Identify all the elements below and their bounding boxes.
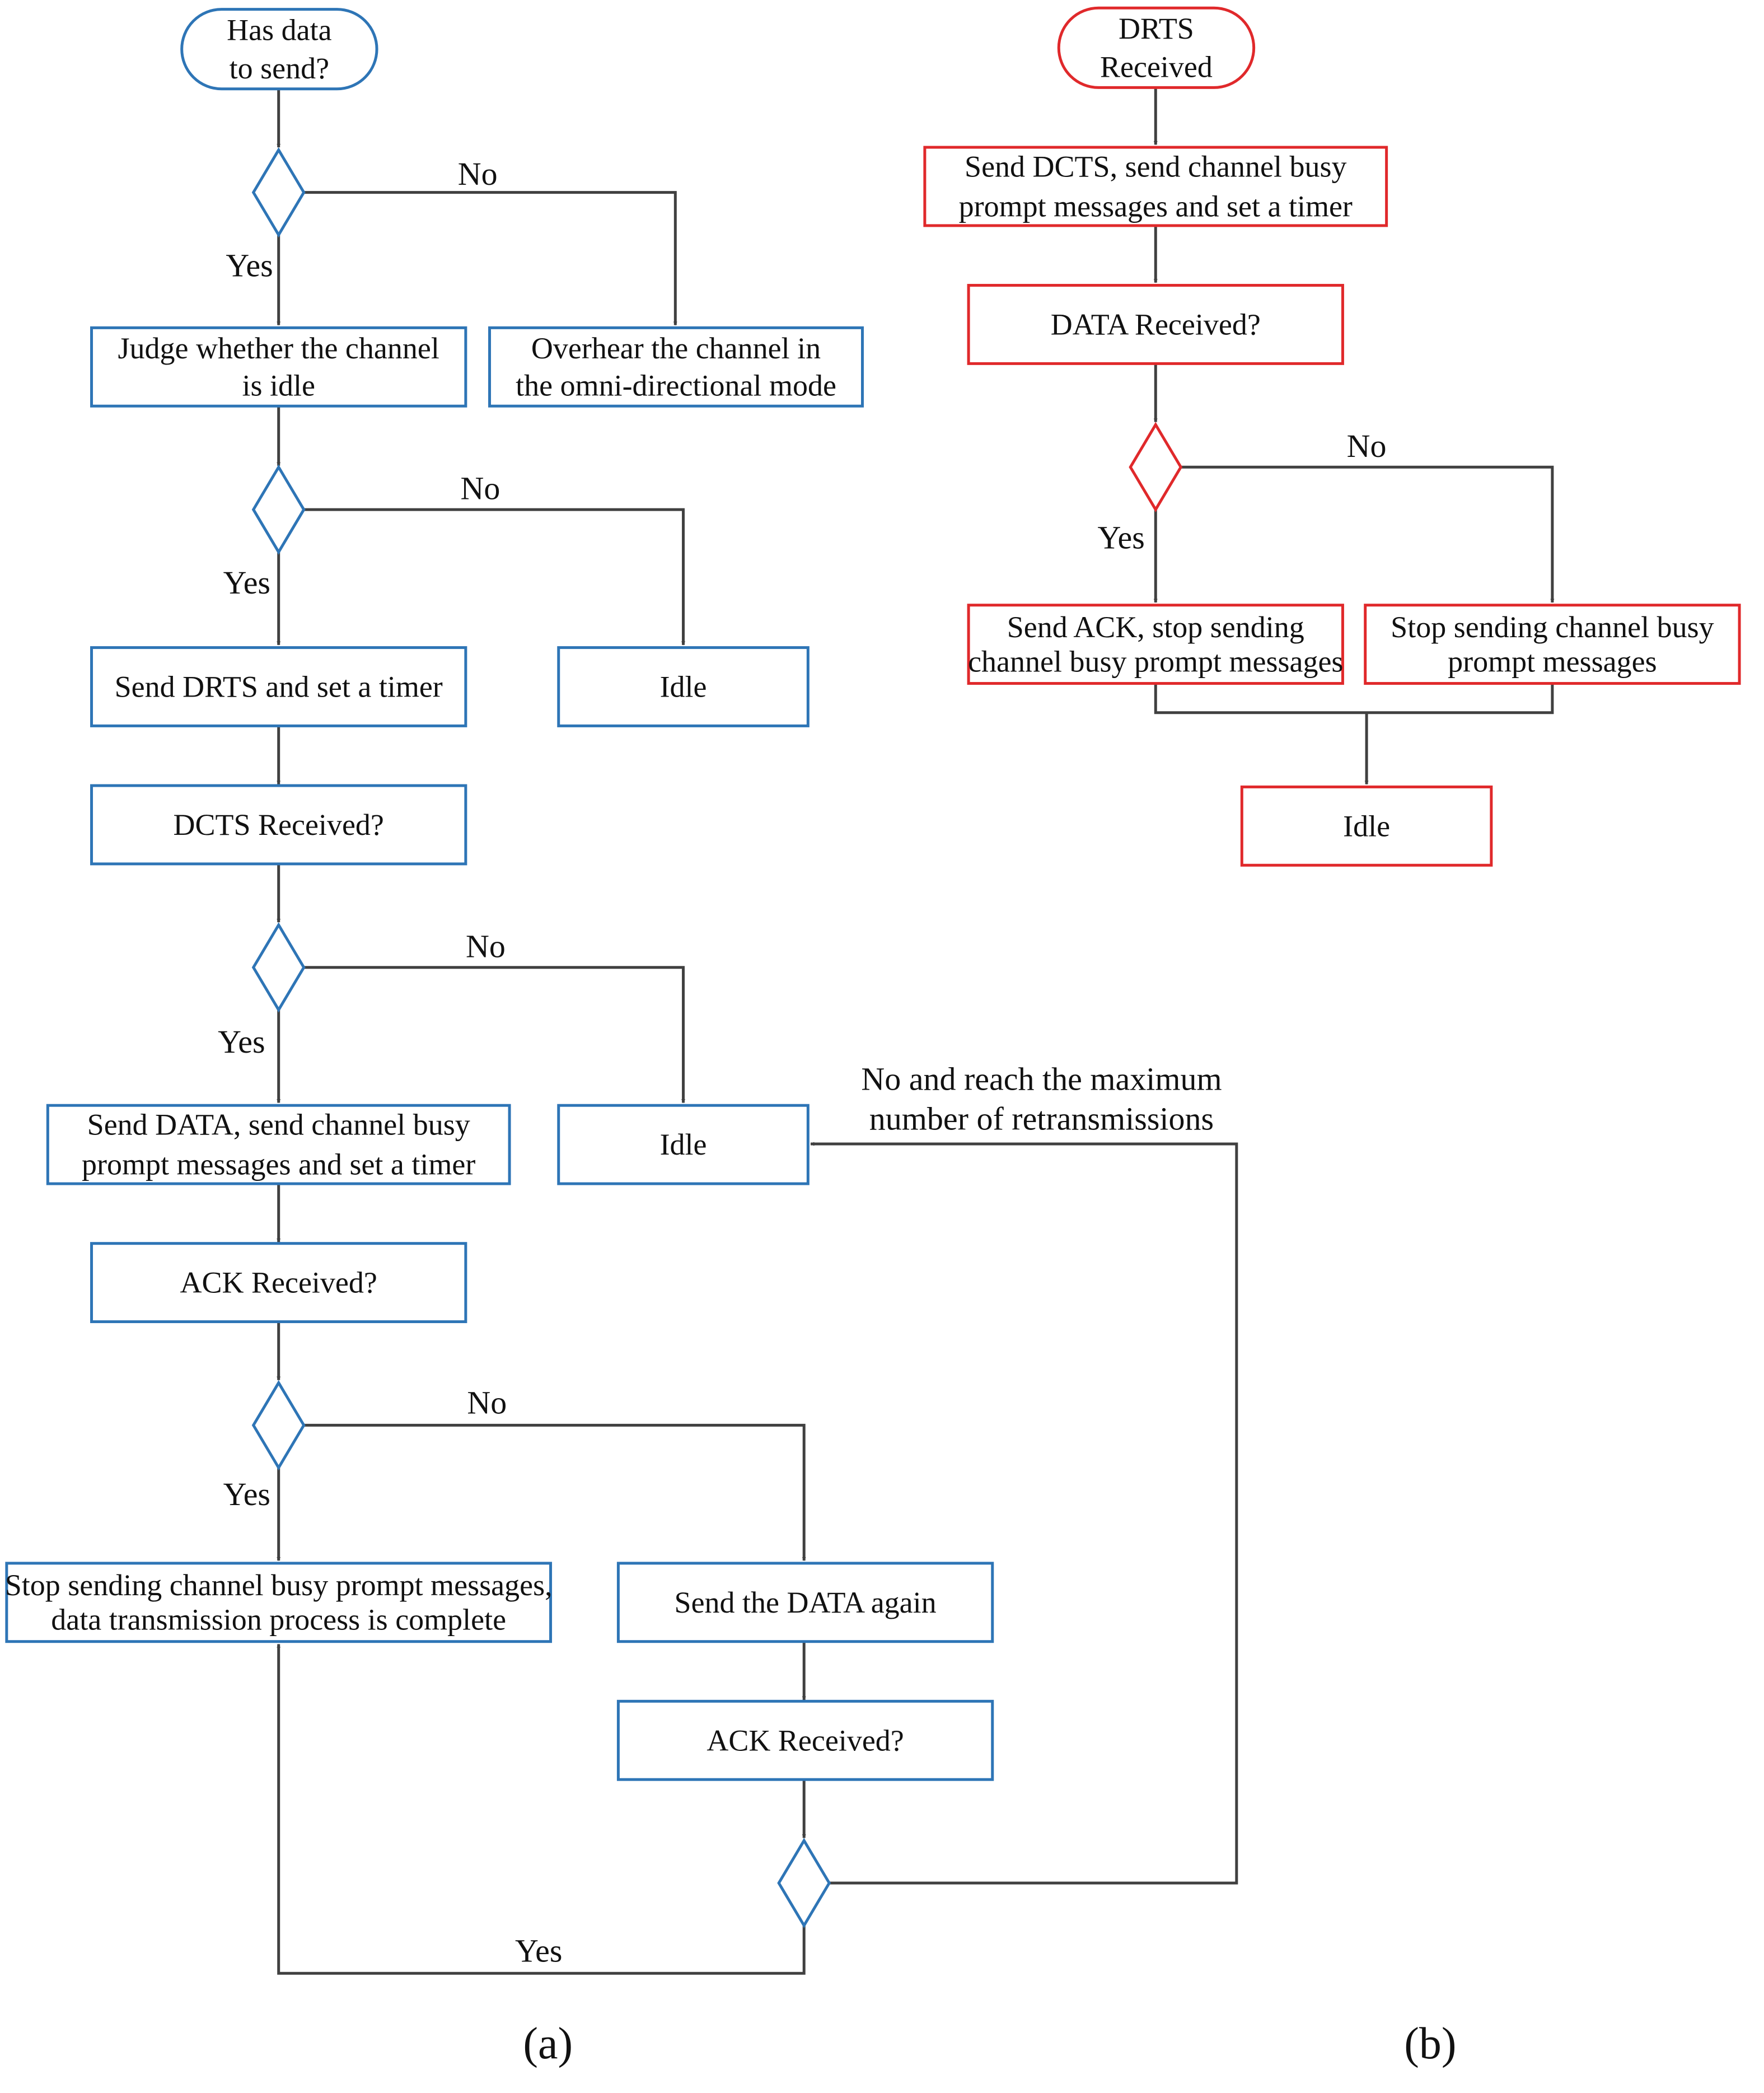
a-send-again-text: Send the DATA again <box>675 1586 937 1619</box>
a-send-drts-box <box>90 646 467 727</box>
b-stop-busy-text-line-1: Stop sending channel busy <box>1391 610 1714 644</box>
b-d1-yes-label: Yes <box>1097 519 1144 555</box>
b-send-ack-box <box>967 604 1344 685</box>
b-start-drts-received-text-line-2: Received <box>1100 50 1213 84</box>
a-arrow-d1-no <box>303 191 677 326</box>
a-d1-no-label: No <box>458 156 498 192</box>
a-send-data-text-line-1: Send DATA, send channel busy <box>87 1108 470 1142</box>
a-start-has-data-text: Has data to send? <box>227 13 331 85</box>
a-d2-no-label: No <box>460 470 500 507</box>
panel-a-caption: (a) <box>523 2019 573 2068</box>
b-data-received-text-line-1: DATA Received? <box>1051 307 1261 341</box>
b-d1-no-label: No <box>1347 428 1387 464</box>
b-stop-busy-box <box>1364 604 1741 685</box>
a-overhear-text-line-1: Overhear the channel in <box>531 331 821 365</box>
a-d1-yes-label: Yes <box>226 247 273 284</box>
b-stop-busy-text-line-2: prompt messages <box>1448 644 1657 678</box>
a-idle-2-text: Idle <box>660 1128 707 1161</box>
a-decision-5 <box>777 1838 831 1928</box>
a-d3-no-label: No <box>466 928 506 964</box>
a-max-retx-note-line-2: number of retransmissions <box>869 1100 1214 1137</box>
a-send-data-text-line-2: prompt messages and set a timer <box>82 1148 475 1181</box>
a-stop-complete-text-line-2: data transmission process is complete <box>51 1603 506 1637</box>
b-data-received-box <box>967 284 1344 365</box>
b-send-dcts-text-line-1: Send DCTS, send channel busy <box>965 150 1346 183</box>
a-d3-yes-label: Yes <box>218 1024 265 1060</box>
b-send-ack-text-line-1: Send ACK, stop sending <box>1007 610 1304 644</box>
a-d4-no-label: No <box>467 1385 507 1421</box>
b-send-dcts-text: Send DCTS, send channel busy prompt messa… <box>959 150 1353 223</box>
a-decision-3 <box>251 922 306 1013</box>
b-send-dcts-text-line-2: prompt messages and set a timer <box>959 190 1353 223</box>
a-idle-1-text: Idle <box>660 670 707 703</box>
a-stop-complete-text: Stop sending channel busy prompt message… <box>5 1568 553 1637</box>
a-send-again-text-line-1: Send the DATA again <box>675 1586 937 1619</box>
a-arrow-d5-yes <box>277 1643 806 1975</box>
a-dcts-received-text-line-1: DCTS Received? <box>173 808 383 842</box>
a-send-drts-text-line-1: Send DRTS and set a timer <box>115 670 443 703</box>
a-ack-received-1-box <box>90 1242 467 1324</box>
a-decision-4 <box>251 1380 306 1471</box>
b-idle-box <box>1240 785 1493 867</box>
b-start-drts-received-text-line-1: DRTS <box>1119 12 1194 45</box>
connectors-layer <box>277 87 1555 1975</box>
a-stop-complete-text-line-1: Stop sending channel busy prompt message… <box>5 1568 553 1602</box>
a-start-has-data-text-line-2: to send? <box>230 52 329 85</box>
a-d4-yes-label: Yes <box>223 1476 270 1512</box>
a-stop-complete-box <box>5 1562 553 1643</box>
a-d5-yes-label: Yes <box>515 1932 562 1969</box>
a-judge-idle-text-line-2: is idle <box>242 368 315 402</box>
a-start-has-data-text-line-1: Has data <box>227 13 331 46</box>
a-dcts-received-text: DCTS Received? <box>173 808 383 842</box>
a-idle-1-box <box>557 646 810 727</box>
b-arrow-d1-no <box>1181 465 1555 603</box>
shapes-layer <box>5 6 1741 1928</box>
a-send-drts-text: Send DRTS and set a timer <box>115 670 443 703</box>
a-ack-received-2-text: ACK Received? <box>706 1723 904 1757</box>
a-ack-received-2-text-line-1: ACK Received? <box>706 1723 904 1757</box>
b-data-received-text: DATA Received? <box>1051 307 1261 341</box>
a-overhear-box <box>488 326 864 408</box>
b-idle-text-line-1: Idle <box>1343 809 1390 843</box>
a-idle-2-text-line-1: Idle <box>660 1128 707 1161</box>
a-idle-1-text-line-1: Idle <box>660 670 707 703</box>
b-decision-1 <box>1129 422 1183 512</box>
a-max-retx-note-line-1: No and reach the maximum <box>861 1060 1222 1097</box>
a-send-again-box <box>616 1562 994 1643</box>
a-arrow-d5-no-max-retx <box>810 1142 1238 1885</box>
a-idle-2-box <box>557 1104 810 1185</box>
a-ack-received-1-text: ACK Received? <box>180 1266 377 1300</box>
a-decision-2 <box>251 464 306 555</box>
b-send-dcts-box <box>923 146 1388 227</box>
a-decision-1 <box>251 147 306 238</box>
a-judge-idle-text-line-1: Judge whether the channel <box>118 331 439 365</box>
a-start-has-data-terminal <box>180 8 378 91</box>
a-judge-idle-box <box>90 326 467 408</box>
a-ack-received-2-box <box>616 1699 994 1781</box>
a-send-data-box <box>46 1104 511 1185</box>
a-arrow-d2-no <box>303 508 686 646</box>
a-arrow-d4-no <box>303 1423 806 1561</box>
b-send-ack-text-line-2: channel busy prompt messages <box>968 644 1343 678</box>
panel-b-caption: (b) <box>1404 2019 1456 2068</box>
a-ack-received-1-text-line-1: ACK Received? <box>180 1266 377 1300</box>
b-join-line <box>1154 683 1554 714</box>
b-idle-text: Idle <box>1343 809 1390 843</box>
b-start-drts-received-terminal <box>1057 6 1256 89</box>
a-overhear-text-line-2: the omni-directional mode <box>516 368 836 402</box>
a-send-data-text: Send DATA, send channel busy prompt messa… <box>82 1108 475 1181</box>
b-start-drts-received-text: DRTS Received <box>1100 12 1213 84</box>
a-d2-yes-label: Yes <box>223 564 270 601</box>
a-dcts-received-box <box>90 784 467 866</box>
a-arrow-d3-no <box>303 966 686 1104</box>
